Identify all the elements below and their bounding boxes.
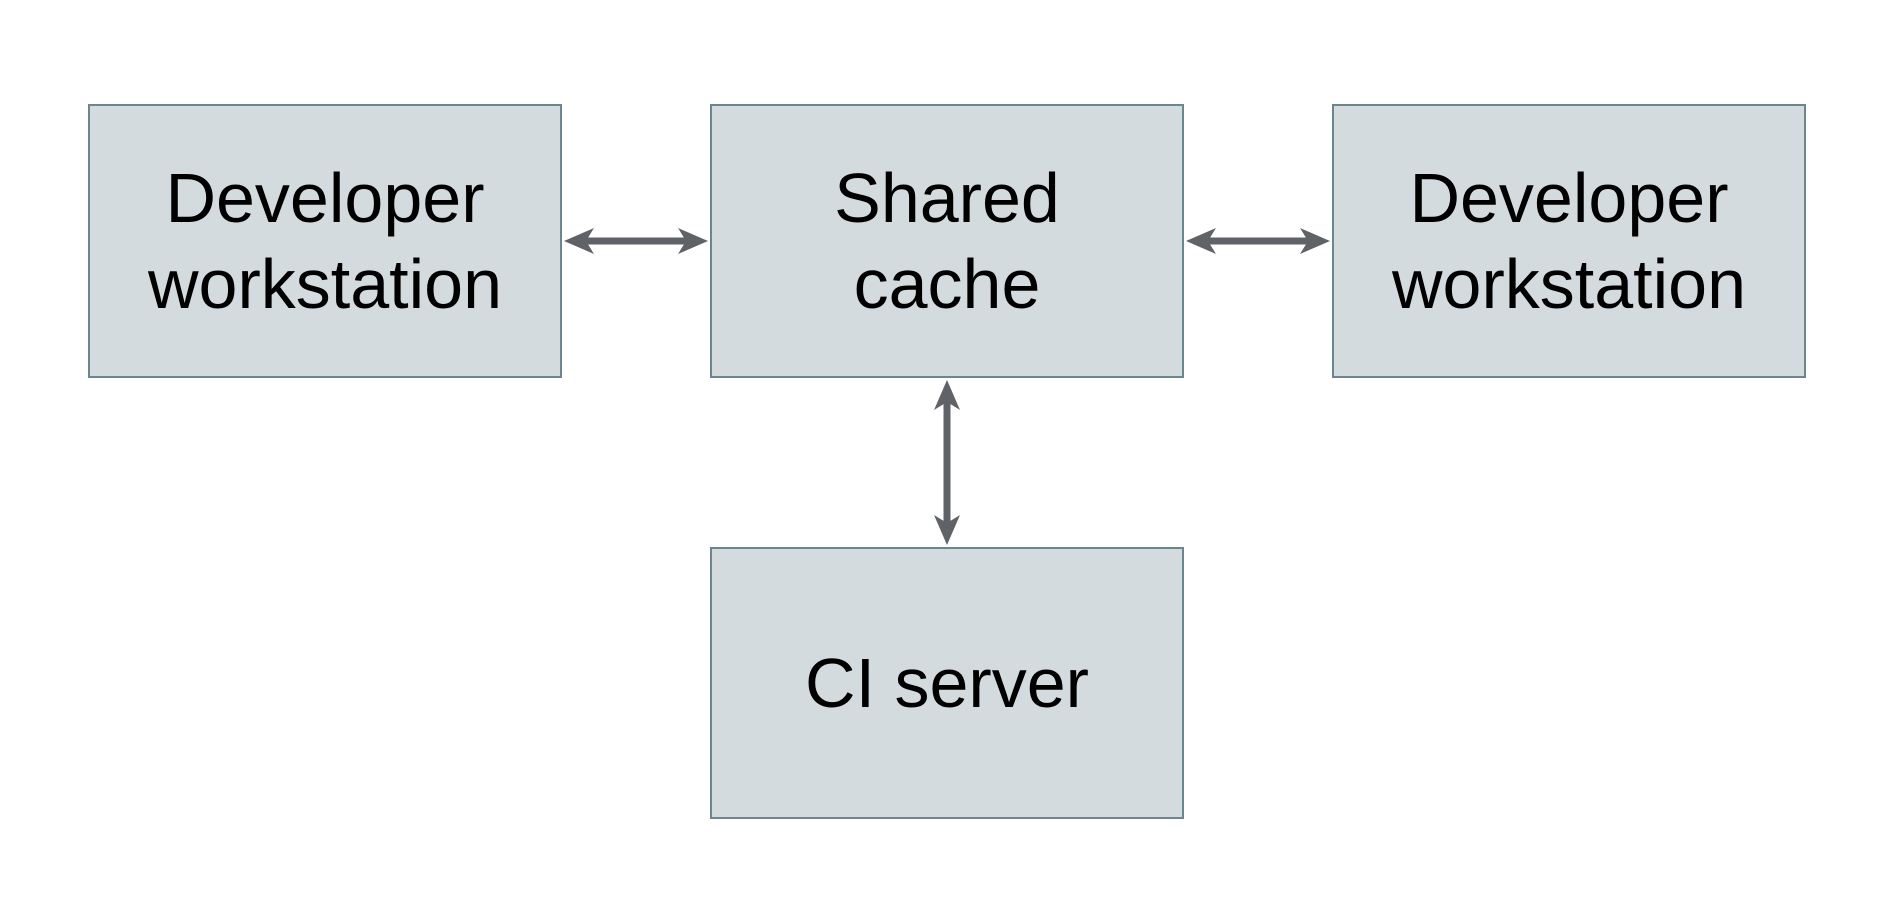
node-label: Developer workstation bbox=[147, 159, 503, 323]
bidirectional-arrow-vertical bbox=[934, 380, 960, 545]
node-label: CI server bbox=[805, 644, 1089, 722]
node-label: Developer workstation bbox=[1391, 159, 1747, 323]
node-developer-workstation-right: Developer workstation bbox=[1332, 104, 1806, 378]
bidirectional-arrow-right bbox=[1186, 228, 1330, 254]
node-label: Shared cache bbox=[834, 159, 1060, 323]
node-ci-server: CI server bbox=[710, 547, 1184, 819]
bidirectional-arrow-left bbox=[564, 228, 708, 254]
node-developer-workstation-left: Developer workstation bbox=[88, 104, 562, 378]
node-shared-cache: Shared cache bbox=[710, 104, 1184, 378]
